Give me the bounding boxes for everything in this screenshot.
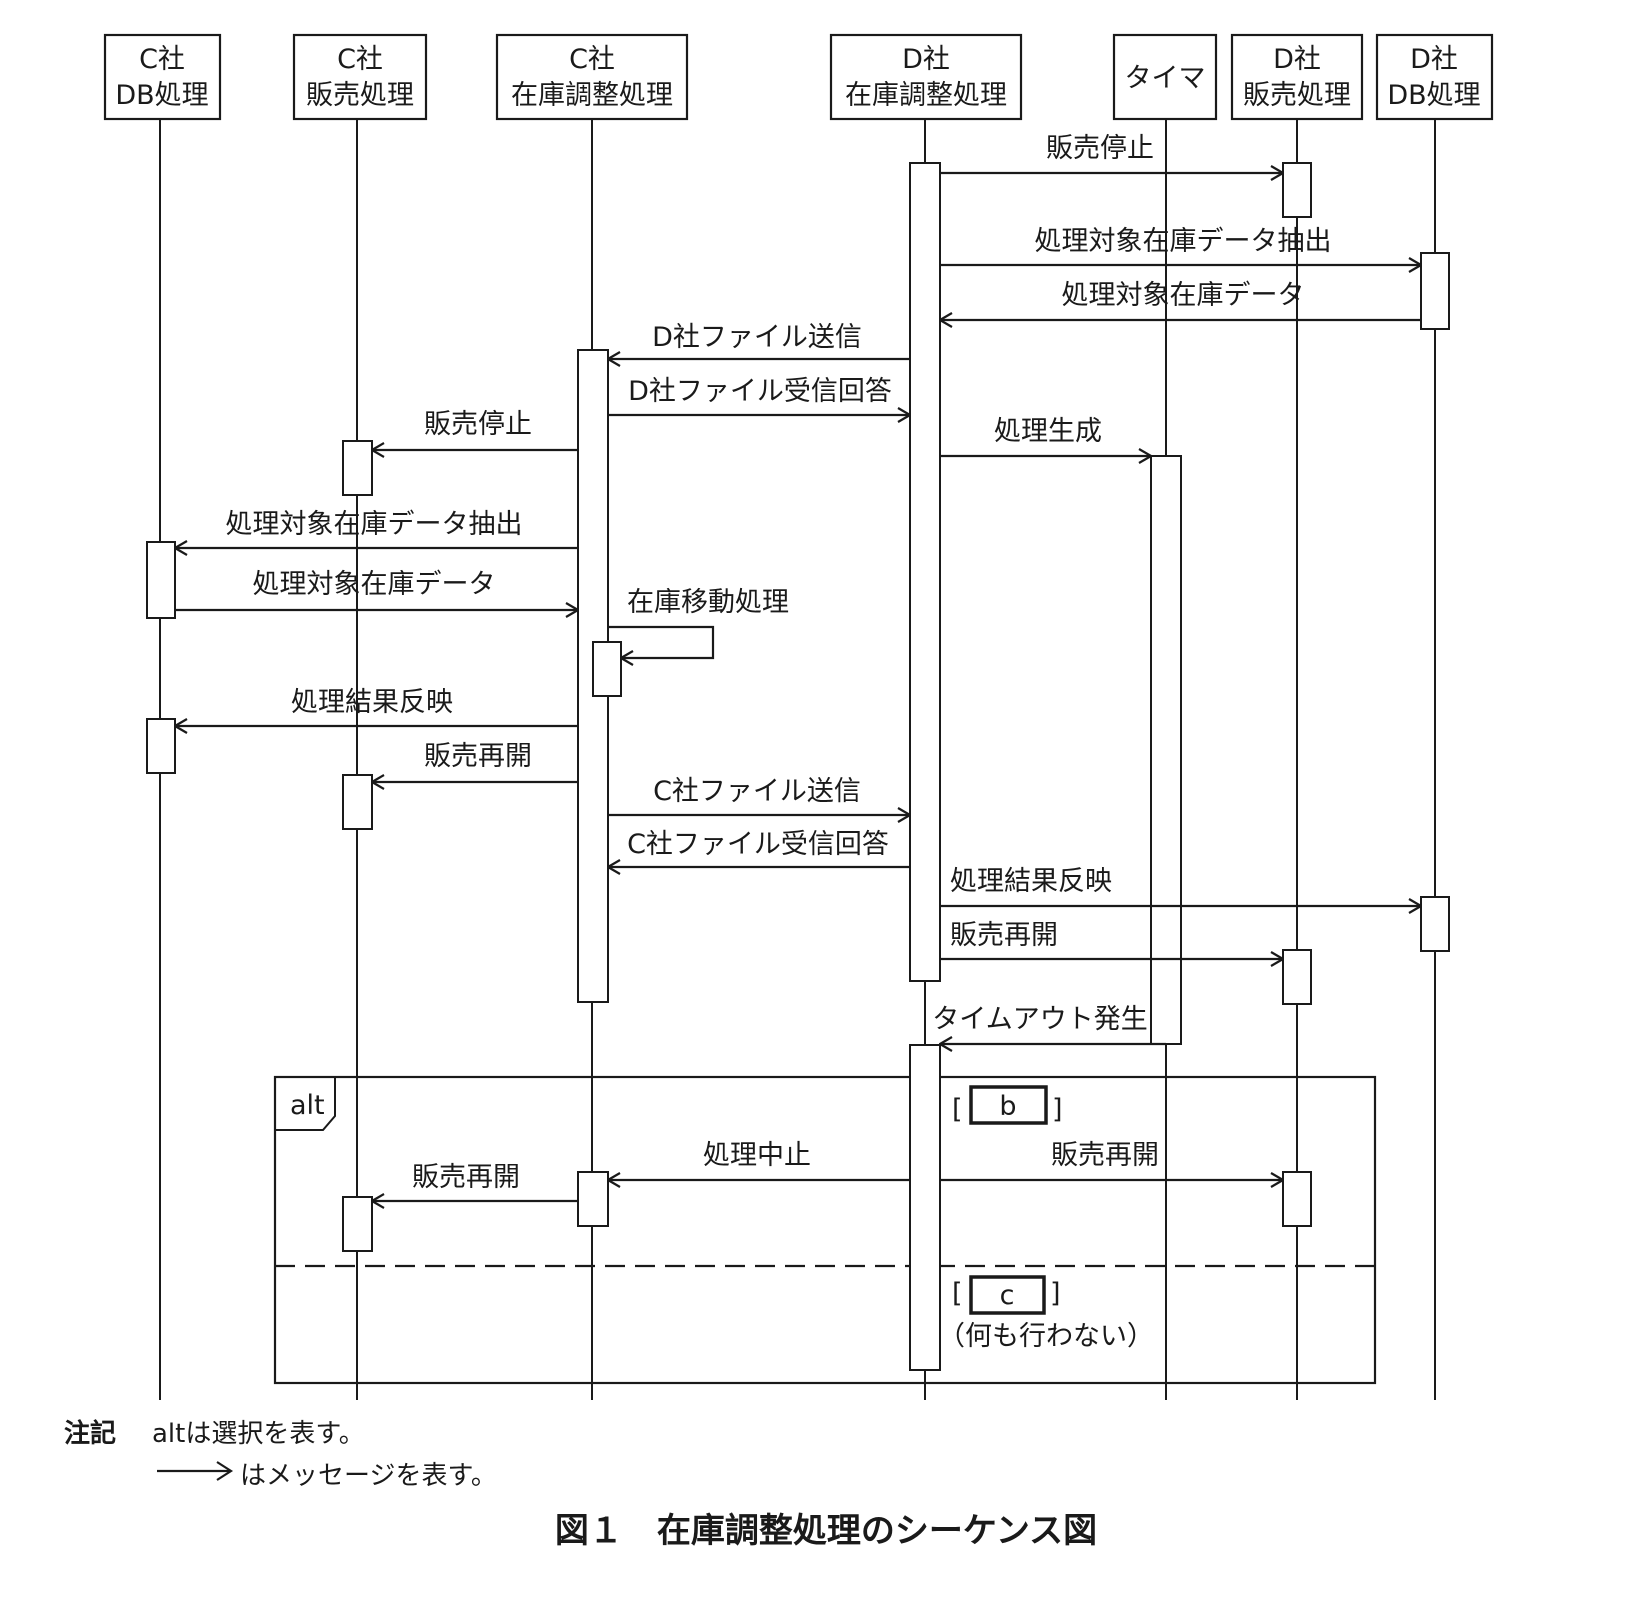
message-label: 販売停止 [1046,133,1154,164]
activation-c-inv-self [592,641,622,697]
message-label: 販売再開 [412,1162,520,1193]
message-labels: 販売停止 処理対象在庫データ抽出 処理対象在庫データ D社ファイル送信 D社ファ… [226,133,1332,1193]
activation-d-sales-1 [1282,162,1312,218]
lifeline-heads: C社 DB処理 C社 販売処理 C社 在庫調整処理 D社 在庫調整処理 タイマ … [103,33,1494,121]
answer-blank-b[interactable] [969,1085,1048,1125]
note-arrow-icon [157,1461,234,1481]
note-label: 注記 [64,1419,117,1449]
activation-c-db-1 [146,541,176,619]
message-label: C社ファイル送信 [653,776,861,807]
svg-text:[: [ [952,1278,963,1309]
head-d-db: D社 DB処理 [1375,33,1494,121]
activation-c-db-2 [146,718,176,774]
head-c-db: C社 DB処理 [103,33,222,121]
note-line-message: はメッセージを表す。 [240,1461,497,1491]
svg-text:販売処理: 販売処理 [1243,80,1351,111]
head-c-sales: C社 販売処理 [292,33,428,121]
message-label: 販売再開 [1051,1140,1159,1171]
svg-text:b: b [999,1091,1016,1122]
message-label: 販売再開 [424,741,532,772]
activation-c-inv-alt [577,1171,609,1227]
svg-text:C社: C社 [569,44,615,75]
message-label: 処理対象在庫データ [253,569,496,600]
svg-text:在庫調整処理: 在庫調整処理 [511,80,673,111]
message-label: 在庫移動処理 [627,587,789,618]
activation-c-sales-2 [342,774,373,830]
message-label: 処理対象在庫データ抽出 [226,509,523,540]
guard-c-description: （何も行わない） [938,1321,1154,1352]
activation-d-db-2 [1420,896,1450,952]
activations [146,162,1450,1371]
svg-text:[: [ [952,1094,963,1125]
head-c-inv: C社 在庫調整処理 [495,33,689,121]
guard-b: [ b ] [952,1085,1063,1125]
note-line-alt: altは選択を表す。 [152,1419,365,1449]
alt-guards: [ b ] [ c ] （何も行わない） [938,1085,1154,1352]
alt-operator-label: alt [290,1090,325,1121]
message-label: 販売停止 [424,409,532,440]
activation-d-sales-alt [1282,1171,1312,1227]
svg-text:販売処理: 販売処理 [306,80,414,111]
svg-text:在庫調整処理: 在庫調整処理 [845,80,1007,111]
figure-caption: 図１ 在庫調整処理のシーケンス図 [554,1511,1098,1551]
guard-c: [ c ] （何も行わない） [938,1275,1154,1352]
answer-blank-c[interactable] [969,1275,1046,1315]
svg-text:タイマ: タイマ [1125,63,1206,94]
activation-c-sales-alt [342,1196,373,1252]
message-label: 処理結果反映 [291,687,453,718]
svg-text:]: ] [1050,1278,1061,1309]
svg-text:D社: D社 [1273,44,1321,75]
alt-frame [273,1075,1377,1385]
head-d-sales: D社 販売処理 [1230,33,1364,121]
message-label: タイムアウト発生 [932,1004,1147,1035]
svg-text:D社: D社 [902,44,950,75]
message-label: D社ファイル受信回答 [628,376,892,407]
svg-text:DB処理: DB処理 [115,80,208,111]
head-d-inv: D社 在庫調整処理 [829,33,1023,121]
activation-timer [1150,455,1182,1045]
message-label: C社ファイル受信回答 [627,829,889,860]
head-timer: タイマ [1112,33,1218,121]
svg-text:DB処理: DB処理 [1387,80,1480,111]
activation-d-inv-alt [909,1044,941,1371]
svg-text:c: c [1000,1280,1015,1311]
message-label: 販売再開 [950,920,1058,951]
messages [175,173,1421,1201]
svg-text:C社: C社 [337,44,383,75]
alt-fragment: alt [273,1075,1377,1385]
activation-d-db-1 [1420,252,1450,330]
activation-c-sales-1 [342,440,373,496]
message-label: 処理結果反映 [950,866,1112,897]
svg-text:D社: D社 [1410,44,1458,75]
alt-operator-tab [275,1076,336,1131]
activation-d-inv-main [909,162,941,982]
svg-text:]: ] [1052,1094,1063,1125]
activation-d-sales-2 [1282,949,1312,1005]
message-label: 処理対象在庫データ [1062,280,1305,311]
message-label: 処理対象在庫データ抽出 [1035,226,1332,257]
message-label: 処理生成 [994,416,1102,447]
svg-text:C社: C社 [139,44,185,75]
message-arrow-self [608,625,715,658]
message-label: D社ファイル送信 [652,322,862,353]
message-label: 処理中止 [703,1140,811,1171]
